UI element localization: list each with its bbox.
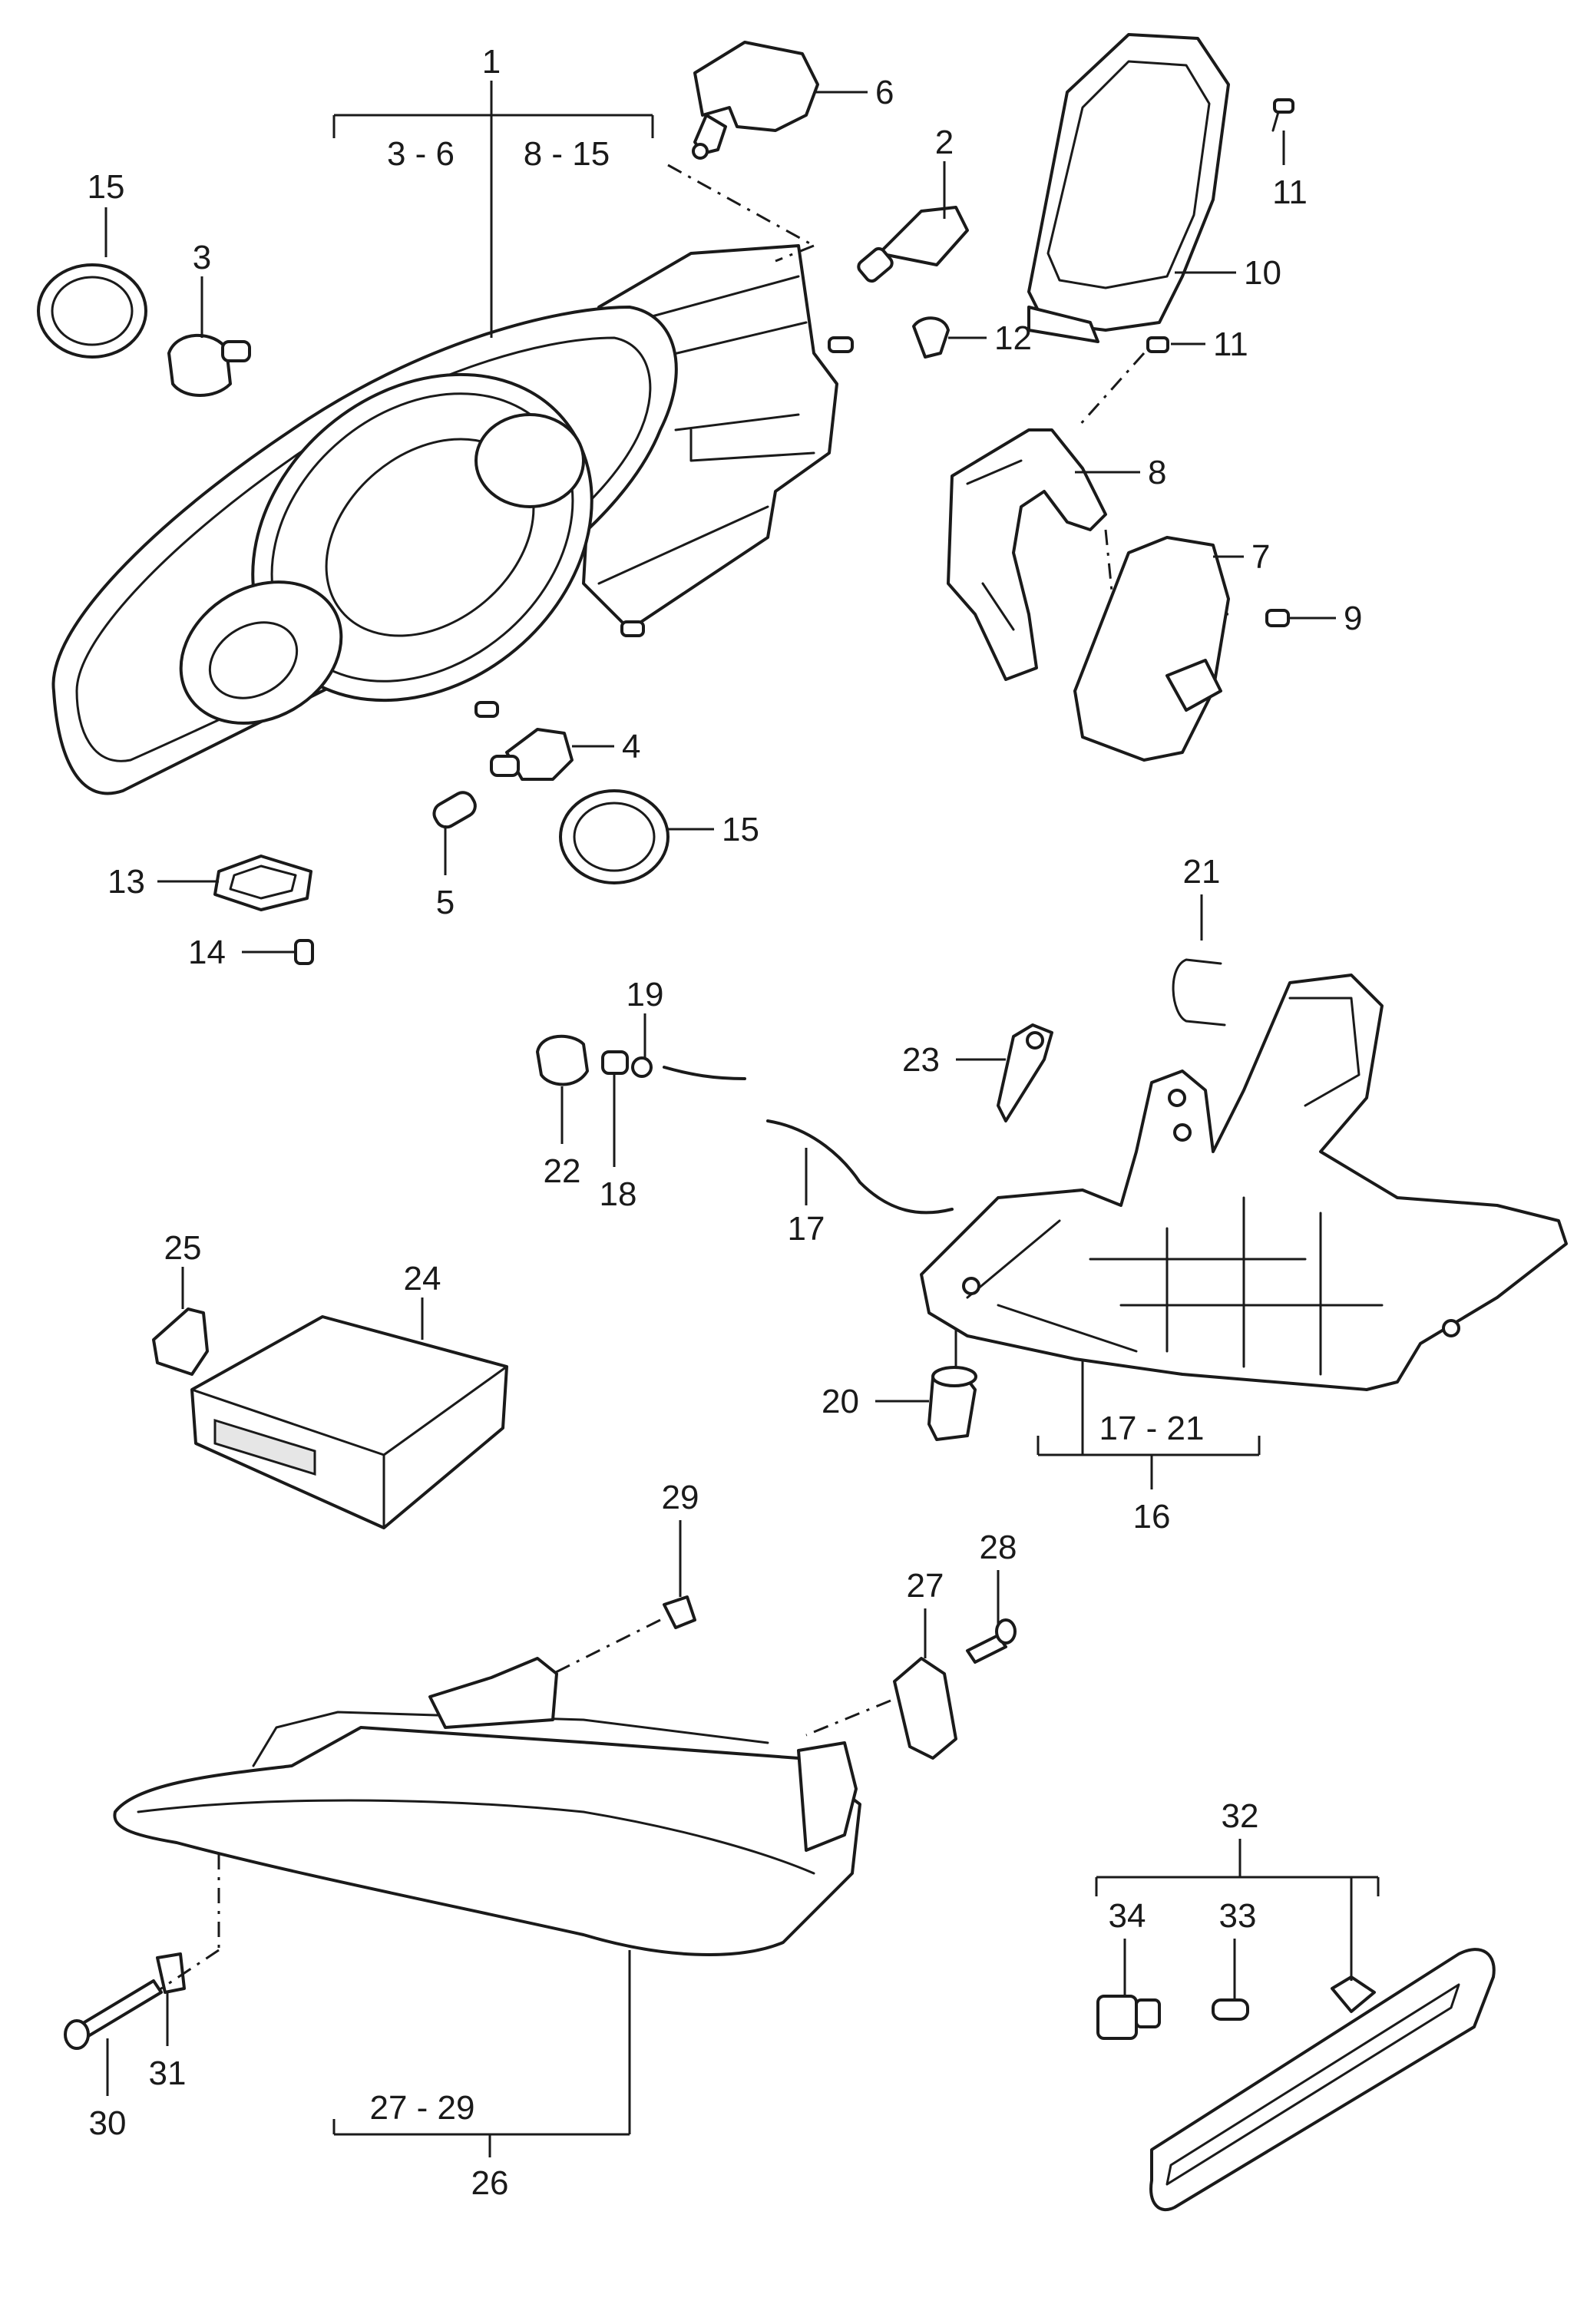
callout-26: 26	[471, 2164, 509, 2202]
control-unit-icon	[1073, 536, 1230, 762]
callout-32: 32	[1222, 1797, 1259, 1835]
callout-29: 29	[662, 1479, 699, 1516]
screw-icon	[1265, 609, 1290, 627]
bulb-icon	[490, 728, 574, 781]
callout-17: 17	[788, 1210, 825, 1248]
screw-icon	[294, 939, 314, 965]
callout-7: 7	[1251, 538, 1270, 576]
callout-31: 31	[149, 2055, 187, 2092]
clip-icon	[1172, 958, 1226, 1026]
callout-26-range: 27 - 29	[370, 2089, 475, 2127]
seal-ring-icon	[559, 789, 670, 884]
callout-21: 21	[1183, 853, 1221, 891]
clip-icon	[152, 1307, 209, 1376]
grommet-icon	[663, 1595, 696, 1629]
clip-icon	[156, 1952, 186, 1994]
pad-icon	[213, 855, 312, 911]
callout-6: 6	[875, 74, 894, 111]
clip-icon	[912, 316, 950, 359]
callout-25: 25	[164, 1229, 202, 1267]
callout-15-top: 15	[88, 168, 125, 206]
callout-11-mid: 11	[1213, 326, 1248, 363]
callout-18: 18	[600, 1175, 637, 1213]
callout-8: 8	[1148, 454, 1166, 491]
hose-icon	[663, 1066, 954, 1215]
callout-9: 9	[1344, 600, 1362, 637]
screw-icon	[64, 1979, 163, 2050]
bulb-icon	[857, 206, 969, 283]
callout-19: 19	[627, 976, 664, 1013]
screw-icon	[1146, 336, 1169, 353]
cover-icon	[1027, 33, 1230, 343]
bracket-icon	[947, 428, 1107, 681]
side-marker-icon	[1149, 1948, 1496, 2212]
socket-icon	[1096, 1995, 1161, 2040]
o-ring-icon	[631, 1056, 653, 1078]
callout-30: 30	[89, 2104, 127, 2142]
screw-icon	[1271, 98, 1294, 132]
fog-light-icon	[113, 1657, 861, 1956]
callout-15-bottom: 15	[722, 811, 759, 848]
callout-22: 22	[544, 1152, 581, 1190]
callout-10: 10	[1244, 254, 1281, 292]
bulb-icon	[432, 791, 477, 829]
callout-1-range-b: 8 - 15	[524, 135, 610, 173]
callout-27: 27	[907, 1567, 944, 1605]
callout-13: 13	[107, 863, 145, 901]
callout-1-range-a: 3 - 6	[387, 135, 455, 173]
bulb-icon	[167, 333, 251, 397]
screw-icon	[966, 1618, 1017, 1664]
bulb-icon	[1212, 1998, 1249, 2021]
callout-20: 20	[822, 1383, 859, 1420]
callout-5: 5	[436, 884, 455, 921]
callout-11-top: 11	[1272, 174, 1308, 211]
callout-1: 1	[482, 43, 501, 81]
callout-12: 12	[994, 319, 1032, 357]
tray-icon	[920, 974, 1568, 1391]
callout-14: 14	[188, 934, 226, 971]
plug-icon	[601, 1050, 629, 1075]
bracket-icon	[997, 1023, 1053, 1122]
callout-16: 16	[1133, 1498, 1171, 1536]
callout-24: 24	[404, 1260, 441, 1298]
bracket-icon	[893, 1657, 957, 1760]
grommet-icon	[536, 1034, 589, 1086]
callout-3: 3	[193, 239, 211, 276]
callout-16-range: 17 - 21	[1099, 1410, 1205, 1447]
sensor-icon	[927, 1366, 977, 1441]
callout-2: 2	[935, 124, 954, 161]
headlight-assembly-icon	[51, 244, 854, 795]
callout-28: 28	[980, 1529, 1017, 1566]
callout-4: 4	[622, 728, 640, 765]
seal-ring-icon	[37, 263, 147, 359]
callout-23: 23	[902, 1041, 940, 1079]
bulb-icon	[692, 41, 819, 160]
callout-33: 33	[1219, 1897, 1257, 1935]
callout-34: 34	[1109, 1897, 1146, 1935]
control-unit-icon	[190, 1315, 508, 1529]
